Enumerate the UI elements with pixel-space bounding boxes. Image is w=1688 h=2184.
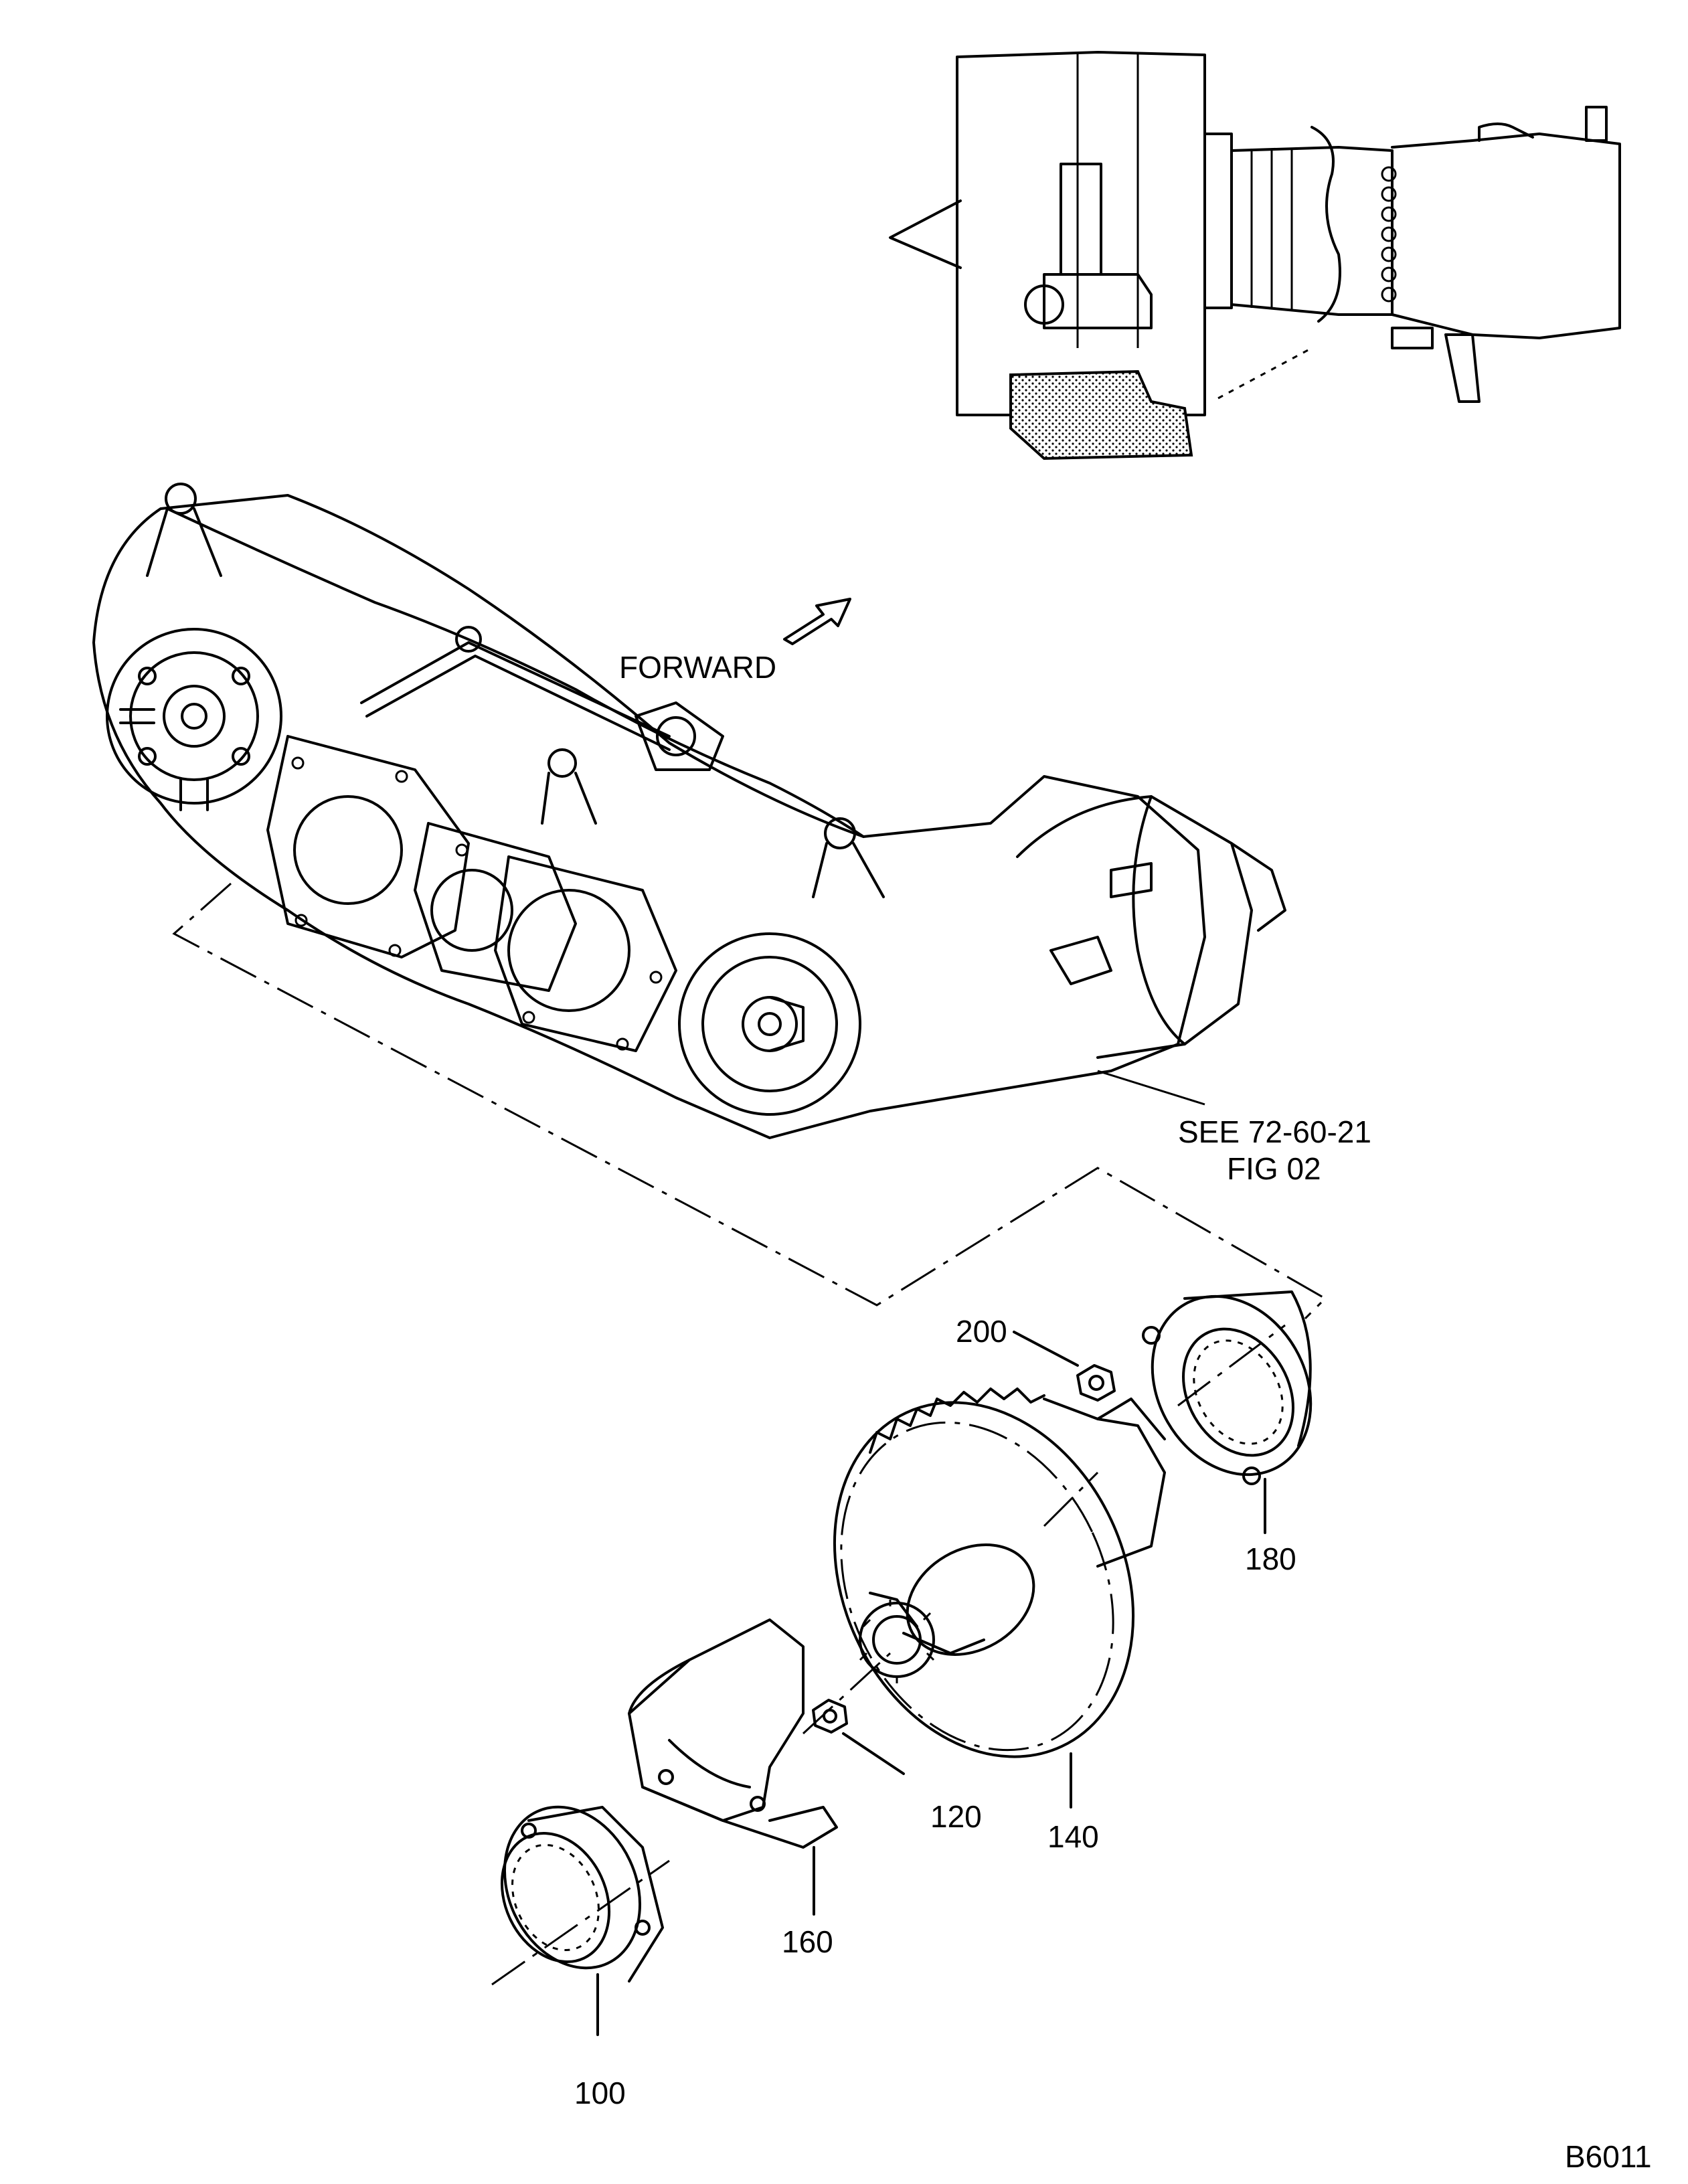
callout-140: 140 [1047, 1819, 1099, 1854]
accessory-gearbox-assembly [92, 483, 1327, 1320]
engine-locator-view [889, 51, 1621, 460]
starter-housing [1016, 795, 1286, 1059]
callout-180: 180 [1245, 1541, 1296, 1576]
callout-160: 160 [782, 1924, 833, 1959]
right-drive-pad [678, 932, 861, 1116]
leader-200 [1013, 1331, 1079, 1367]
reference-line-1: SEE 72-60-21 [1178, 1114, 1371, 1149]
mounting-lug [146, 483, 885, 898]
callout-100: 100 [574, 2076, 626, 2110]
forward-label: FORWARD [619, 650, 776, 685]
part-180-bearing-housing [1142, 1290, 1313, 1485]
callout-200: 200 [956, 1314, 1007, 1349]
part-140-gear-shaft [833, 1388, 1166, 1758]
part-200-nut [1076, 1364, 1116, 1402]
part-100-bearing-housing [500, 1805, 664, 1983]
reference-line-2: FIG 02 [1227, 1151, 1321, 1186]
callout-120: 120 [930, 1799, 982, 1834]
forward-arrow-icon [783, 598, 851, 645]
mounting-pad-gasket [266, 735, 677, 1052]
part-160-shield [628, 1618, 838, 1849]
drive-flange [106, 628, 282, 811]
leader-120 [842, 1732, 905, 1775]
part-120-nut [812, 1699, 848, 1734]
figure-id: B6011 [1565, 2139, 1652, 2174]
